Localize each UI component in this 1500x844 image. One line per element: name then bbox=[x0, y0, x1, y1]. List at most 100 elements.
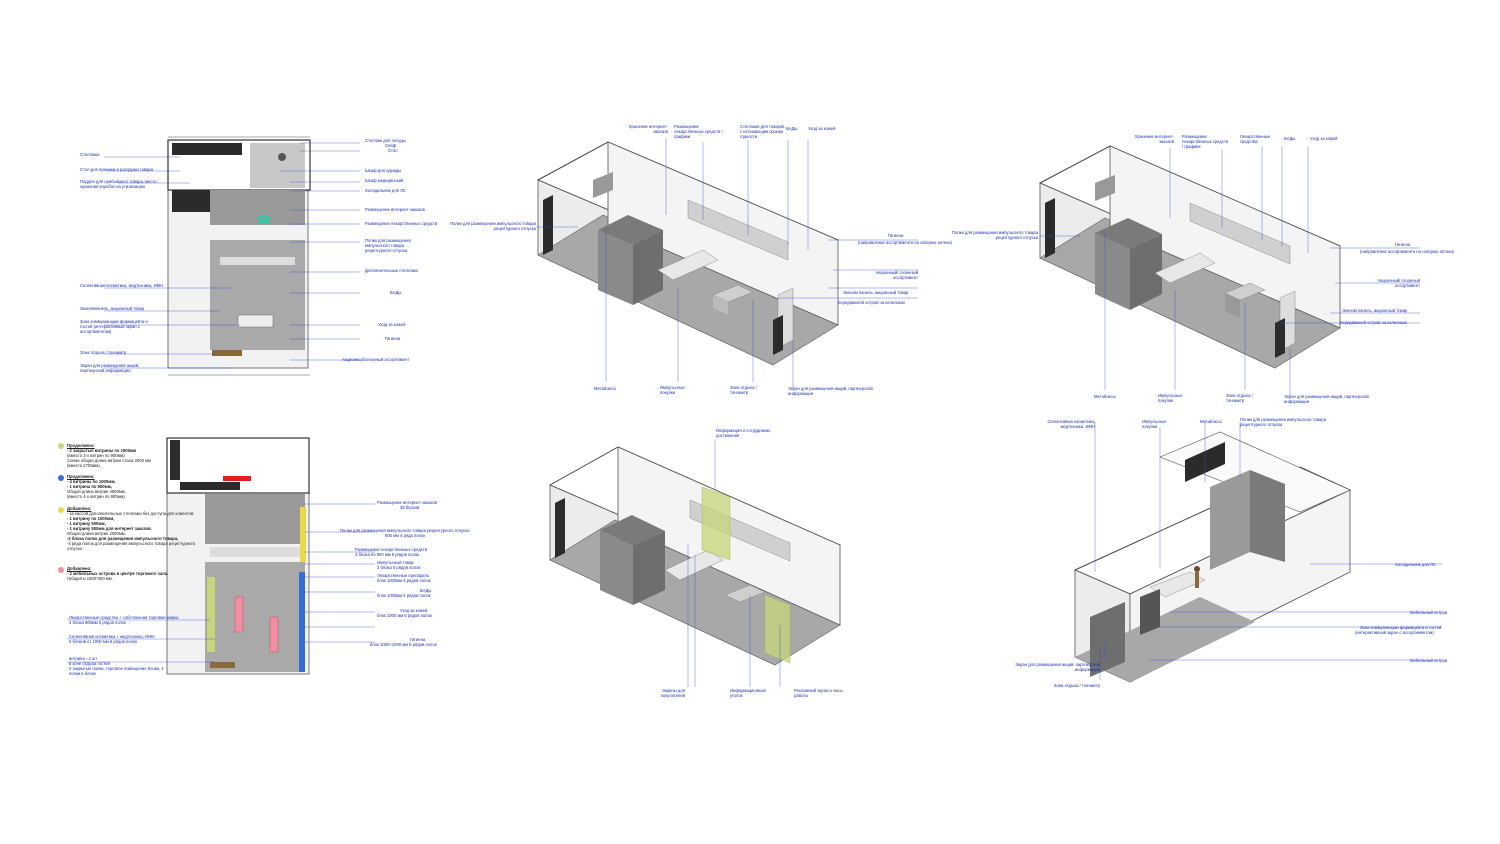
iso4-right-1: Мобильный остров bbox=[1410, 610, 1448, 615]
plan1-label-right-4: Шкаф медицинский bbox=[365, 178, 404, 183]
iso1-right-0: Гигиена bbox=[888, 233, 904, 238]
plan1-label-right-11: Уход за кожей bbox=[378, 322, 406, 327]
iso4-bottom-1: Зона отдыха / тонометр bbox=[1053, 683, 1100, 688]
iso3-bottom-1: Информационный уголок bbox=[730, 688, 766, 698]
iso4-bottom-0: Экран для размещения акций, партнерской … bbox=[1015, 662, 1100, 672]
iso3-bottom-2: Рекламный экран и часы работы bbox=[794, 688, 843, 698]
iso4-right-0: Холодильник для ЛС bbox=[1395, 562, 1436, 567]
plan1-label-right-12: Гигиена bbox=[385, 336, 401, 341]
iso2-bottom-3: Экран для размещения акций, партнерской … bbox=[1284, 394, 1369, 404]
plan1-label-right-3: Шкаф для одежды bbox=[365, 168, 402, 173]
plan2-label-right-0: Размещение интернет-заказов bbox=[377, 500, 437, 505]
iso2-top-1: Размещение лекарственных средств / графи… bbox=[1182, 134, 1229, 149]
plan1-label-right-5: Холодильник для ЛС bbox=[365, 188, 406, 193]
plan1-label-right-2: Стол bbox=[388, 148, 398, 153]
plan1-label-left-0: Стеллажи bbox=[80, 152, 100, 157]
plan2-label-left-5: в зоне отдыха гостей bbox=[69, 661, 110, 666]
plan2-label-left-4: витрина - 2 шт bbox=[69, 656, 98, 661]
iso2-right-1: (направление ассортимента на галерею апт… bbox=[1360, 249, 1454, 254]
plan2-label-right-13: блок 1000 мм 5 рядов полок bbox=[377, 613, 432, 618]
plan2-label-right-8: Лекарственные препараты bbox=[377, 573, 430, 578]
iso2-right-4: передвижной остров на колесиках bbox=[1340, 320, 1407, 325]
plan2-label-right-11: блок 1000мм 5 рядов полок bbox=[377, 593, 431, 598]
iso3-drawing bbox=[548, 439, 842, 687]
iso1-top-2: Стеллажи для товаров с истекающим сроком… bbox=[740, 124, 785, 139]
plan2-label-right-6: Импульсный товар bbox=[377, 560, 414, 565]
plan2-label-left-2: Селективная косметика + медтехника, ИМН bbox=[69, 634, 155, 639]
iso1-bottom-3: Экран для размещения акций, партнерской … bbox=[788, 386, 873, 396]
iso2-top-0: Хранение интернет-заказов bbox=[1134, 134, 1174, 144]
plan2-label-left-0: Лекарственные средства + собственная тор… bbox=[69, 615, 179, 620]
iso4-top-3: Полки для размещения импульсного товара … bbox=[1240, 417, 1327, 427]
floor-plan-1-drawing bbox=[104, 136, 360, 376]
plan1-label-left-5: Зона коммуникации фармацевта и гостей (и… bbox=[80, 319, 148, 334]
floor-plan-2: Продолжено: - 2 закрытые витрины по 1000… bbox=[55, 432, 470, 677]
iso4-right-4: Мобильный остров bbox=[1410, 658, 1448, 663]
plan1-label-right-7: Размещение лекарственных средств bbox=[365, 221, 438, 226]
iso2-drawing bbox=[1038, 145, 1420, 396]
plan2-label-right-5: 3 блока по 900 мм 5 рядов полок bbox=[355, 552, 420, 557]
plan2-label-right-10: БАДы bbox=[420, 588, 432, 593]
iso2-right-3: Эконом панель, акционный товар bbox=[1342, 308, 1408, 313]
iso3-bottom-0: Экраны для покупателей bbox=[660, 688, 685, 698]
iso4-drawing bbox=[1073, 422, 1442, 683]
iso4-right-3: (интерактивный экран с ассортиментом) bbox=[1355, 630, 1434, 635]
iso1-right-4: передвижной остров на колесиках bbox=[838, 300, 905, 305]
plan1-label-right-0: Стеллаж для посуды bbox=[365, 138, 406, 143]
iso1-top-4: Уход за кожей bbox=[808, 126, 836, 131]
plan2-label-right-2: Полки для размещения импульсного товара … bbox=[340, 528, 470, 533]
plan2-label-right-4: Размещение лекарственных средств bbox=[355, 547, 428, 552]
plan1-label-left-2: Поддон для прибывшего товара, место хран… bbox=[80, 179, 157, 189]
iso2-top-3: БАДы bbox=[1284, 136, 1296, 141]
iso2-bottom-2: Зона отдыха / тонометр bbox=[1226, 393, 1253, 403]
iso1-right-2: Акционный/ сезонный ассортимент bbox=[875, 270, 919, 280]
plan1-label-right-6: Размещение интернет-заказов bbox=[365, 207, 425, 212]
plan2-label-right-3: 600 мм 4 ряда полок bbox=[385, 533, 426, 538]
isometric-view-3: Информация о сотрудниках, достижения Экр… bbox=[540, 425, 870, 705]
plan2-label-right-9: блок 1000мм 5 рядов полок bbox=[377, 578, 431, 583]
iso1-drawing bbox=[536, 138, 918, 388]
plan1-label-right-9: Дополнительные стеллажи bbox=[365, 268, 418, 273]
plan2-note-0: Продолжено: - 2 закрытые витрины по 1000… bbox=[67, 443, 151, 468]
plan2-note-2: Добавлено: - за кассой дополнительные ст… bbox=[67, 506, 196, 551]
plan1-label-left-3: Селективная косметика, медтехника, ИМН bbox=[80, 283, 164, 288]
iso1-left-0: Полки для размещения импульсного товара … bbox=[449, 221, 536, 231]
iso2-left-0: Полки для размещения импульсного товара … bbox=[951, 230, 1038, 240]
iso4-top-2: Метабоксы bbox=[1200, 419, 1222, 424]
plan1-label-left-6: Зона отдыха / тонометр bbox=[80, 350, 127, 355]
iso2-bottom-1: Импульсные покупки bbox=[1158, 393, 1183, 403]
plan2-label-right-1: 30 блоков bbox=[400, 505, 420, 510]
iso1-top-1: Размещение лекарственных средств / графи… bbox=[674, 124, 723, 139]
isometric-view-2: Хранение интернет-заказов Размещение лек… bbox=[950, 128, 1454, 413]
floor-plan-2-drawing bbox=[58, 437, 375, 675]
isometric-view-1: Хранение интернет-заказов Размещение лек… bbox=[448, 120, 952, 405]
plan1-label-left-1: Стол для приемки и разгрузки товара bbox=[80, 167, 154, 172]
iso2-top-4: Уход за кожей bbox=[1310, 136, 1338, 141]
iso1-top-3: БАДы bbox=[786, 126, 798, 131]
plan1-label-right-1: Сейф bbox=[385, 143, 397, 148]
plan1-label-right-13: Акционный/сезонный ассортимент bbox=[342, 357, 410, 362]
isometric-view-4: Селективная косметика, медтехника, ИМН И… bbox=[1010, 412, 1455, 702]
plan2-label-right-15: блок 1000+1000 мм 5 рядов полок bbox=[370, 642, 437, 647]
plan2-label-left-3: 5 блоков от 1000 мм 5 рядов полок bbox=[69, 639, 138, 644]
plan2-note-1: Продолжено: - 4 витрины по 1000мм, - 1 в… bbox=[67, 474, 126, 499]
plan2-label-right-7: 3 блока 5 рядов полок bbox=[377, 565, 421, 570]
plan1-label-left-7: Экран для размещения акций, партнерской … bbox=[80, 363, 140, 373]
iso1-right-1: (направление ассортимента на галерею апт… bbox=[858, 240, 952, 245]
plan1-label-right-8: Полки для размещения импульсного товара … bbox=[365, 238, 411, 253]
iso1-top-0: Хранение интернет-заказов bbox=[628, 124, 668, 134]
iso1-right-3: Эконом панель, акционный товар bbox=[843, 290, 909, 295]
floor-plan-1: Стеллажи Стол для приемки и разгрузки то… bbox=[60, 125, 437, 385]
iso2-top-2: Лекарственные средства bbox=[1240, 134, 1271, 144]
iso4-right-2: Зона коммуникации фармацевта и гостей bbox=[1360, 625, 1442, 630]
plan1-label-left-4: Экономпанель, акционный товар bbox=[80, 306, 145, 311]
iso4-top-1: Импульсные покупки bbox=[1142, 419, 1167, 429]
plan2-label-right-12: Уход за кожей bbox=[400, 608, 428, 613]
iso1-bottom-1: Импульсные покупки bbox=[660, 385, 685, 395]
plan2-label-left-6: 3 закрытые полки, торговое помещение бло… bbox=[69, 666, 164, 676]
plan2-label-left-1: 4 блока 900мм 5 рядов полок bbox=[69, 620, 127, 625]
iso3-top-0: Информация о сотрудниках, достижения bbox=[716, 428, 772, 438]
iso2-bottom-0: Метабоксы bbox=[1094, 394, 1116, 399]
iso2-right-0: Гигиена bbox=[1395, 242, 1411, 247]
iso4-top-0: Селективная косметика, медтехника, ИМН bbox=[1047, 419, 1095, 429]
